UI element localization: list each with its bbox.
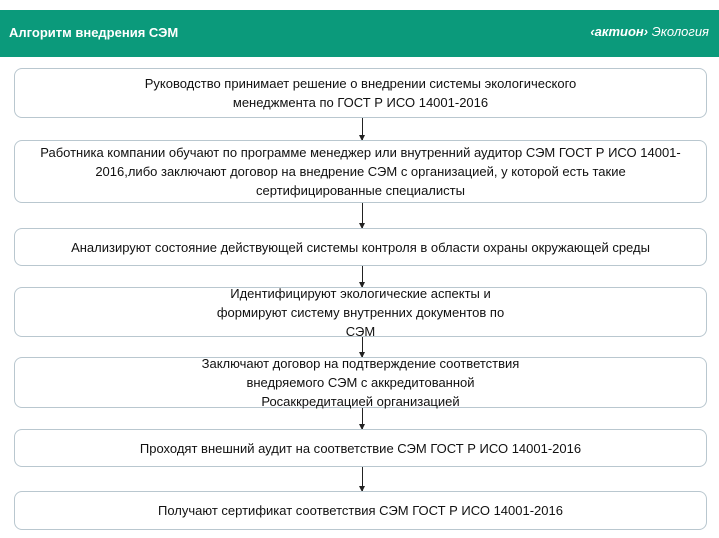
step-7: Получают сертификат соответствия СЭМ ГОС…	[14, 491, 707, 530]
step-3: Анализируют состояние действующей систем…	[14, 228, 707, 266]
arrow-down-icon	[359, 266, 365, 288]
step-6: Проходят внешний аудит на соответствие С…	[14, 429, 707, 467]
arrow-down-icon	[359, 337, 365, 358]
arrow-down-icon	[359, 203, 365, 229]
arrow-down-icon	[359, 408, 365, 430]
logo-suffix: Экология	[651, 24, 709, 39]
step-1: Руководство принимает решение о внедрени…	[14, 68, 707, 118]
arrow-down-icon	[359, 467, 365, 492]
step-4: Идентифицируют экологические аспекты и ф…	[14, 286, 707, 339]
arrow-down-icon	[359, 118, 365, 141]
step-2: Работника компании обучают по программе …	[14, 140, 707, 203]
logo-brand: ‹актион›	[590, 24, 649, 39]
aktion-logo: ‹актион› Экология	[590, 24, 709, 39]
page-title: Алгоритм внедрения СЭМ	[9, 25, 179, 40]
header-bar: Алгоритм внедрения СЭМ ‹актион› Экология	[0, 10, 719, 57]
step-5: Заключают договор на подтверждение соотв…	[14, 356, 707, 409]
